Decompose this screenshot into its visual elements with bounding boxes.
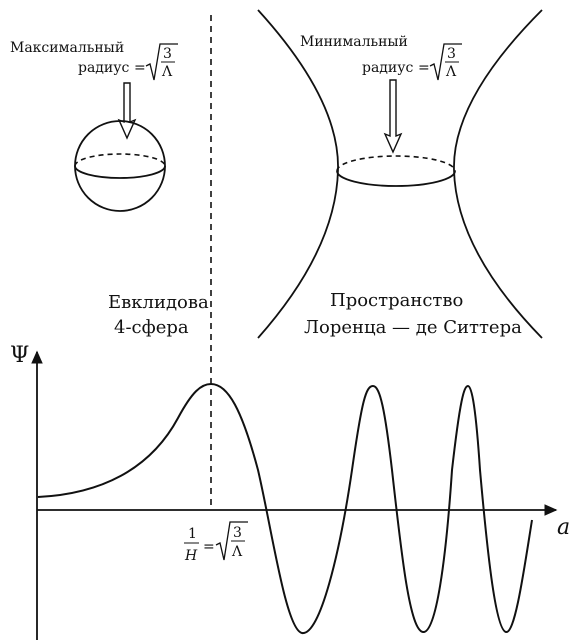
de-sitter-panel: Минимальный радиус = 3 Λ Пространство Ло… xyxy=(258,10,542,338)
formula-one: 1 xyxy=(188,526,197,542)
throat-ellipse-back xyxy=(337,156,455,171)
euclidean-caption-line1: Евклидова xyxy=(108,292,209,313)
formula-sqrt-numerator: 3 xyxy=(233,525,242,541)
de-sitter-caption-line1: Пространство xyxy=(330,290,463,311)
wavefunction-plot: Ψ a 1 H = 3 Λ xyxy=(10,343,570,640)
wavefunction-curve xyxy=(38,384,532,633)
min-radius-sqrt-formula: 3 Λ xyxy=(430,44,462,80)
de-sitter-caption-line2: Лоренца — де Ситтера xyxy=(304,317,522,338)
max-radius-equals: = xyxy=(134,60,146,76)
throat-ellipse-front xyxy=(337,171,455,186)
max-radius-arrow xyxy=(119,83,135,138)
min-sqrt-numerator: 3 xyxy=(447,46,456,62)
y-axis-label: Ψ xyxy=(10,343,29,368)
min-radius-label-line2: радиус xyxy=(362,60,413,76)
x-axis-label: a xyxy=(557,515,570,540)
min-radius-arrow xyxy=(385,80,401,152)
euclidean-sphere-panel: Максимальный радиус = 3 Λ Евклидова 4-сф… xyxy=(10,40,209,338)
formula-equals: = xyxy=(203,539,215,555)
inverse-H-formula: 1 H = 3 Λ xyxy=(184,522,248,564)
sphere-outline xyxy=(75,121,165,211)
max-radius-label-line1: Максимальный xyxy=(10,40,124,56)
max-sqrt-denominator: Λ xyxy=(161,64,173,80)
max-radius-label-line2: радиус xyxy=(78,60,129,76)
min-radius-label-line1: Минимальный xyxy=(300,34,408,50)
min-sqrt-denominator: Λ xyxy=(445,64,457,80)
min-radius-equals: = xyxy=(418,60,430,76)
max-sqrt-numerator: 3 xyxy=(163,46,172,62)
formula-H: H xyxy=(184,548,198,564)
hyperboloid-left-curve xyxy=(258,10,338,338)
sphere-equator-front xyxy=(75,166,165,178)
max-radius-sqrt-formula: 3 Λ xyxy=(146,44,178,80)
formula-sqrt-denominator: Λ xyxy=(231,544,243,560)
sphere-equator-back xyxy=(75,154,165,166)
euclidean-caption-line2: 4-сфера xyxy=(114,317,189,338)
hyperboloid-right-curve xyxy=(454,10,542,338)
